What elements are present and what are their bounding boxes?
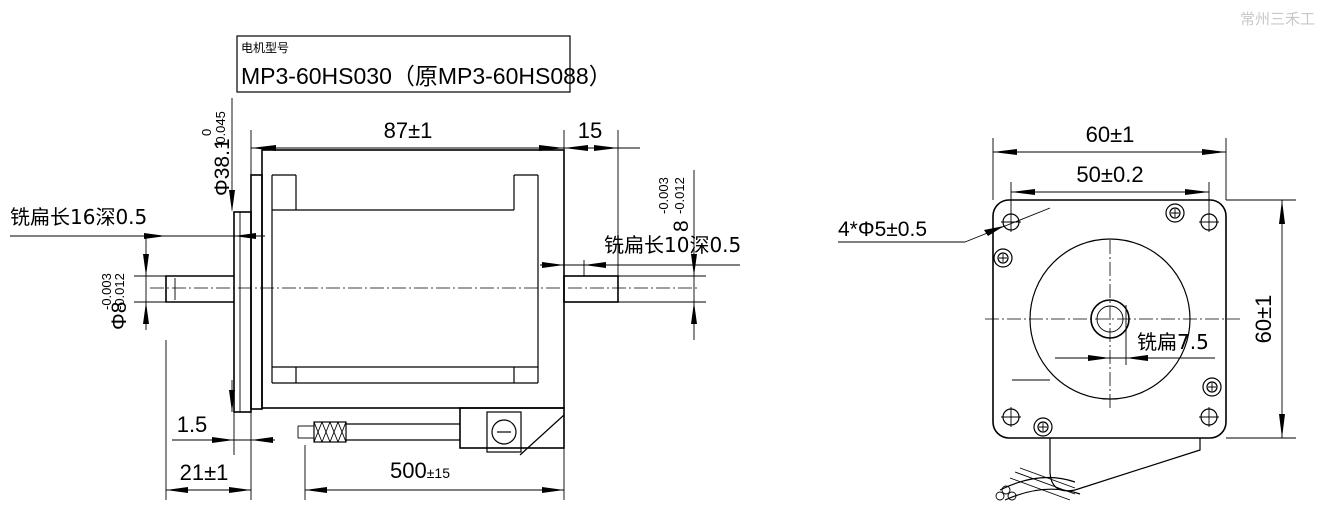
- flange-height-label: 60±1: [1251, 295, 1276, 344]
- boss-diameter-label: Φ38.1: [211, 138, 234, 196]
- front-view: 60±1 50±0.2 4*Φ5±0.5 60±1: [838, 122, 1296, 501]
- side-view: 87±1 15 Φ38.1 0 -0.045 铣扁长16深0.5: [10, 98, 741, 500]
- dim-hole-spacing: 50±0.2: [1010, 162, 1210, 212]
- boss-tol-lower: -0.045: [213, 111, 228, 148]
- model-name: MP3-60HS030（原MP3-60HS088）: [241, 63, 612, 89]
- flange: [233, 174, 263, 413]
- flange-width-label: 60±1: [1086, 122, 1135, 147]
- front-shaft: [165, 275, 234, 303]
- dim-rear-shaft-length-label: 15: [578, 118, 602, 143]
- front-flat-note-label: 铣扁长16深0.5: [10, 205, 147, 229]
- boss-height-label: 1.5: [177, 412, 208, 437]
- front-cable: [995, 438, 1201, 501]
- rear-flat-note: 铣扁长10深0.5: [540, 233, 741, 268]
- front-shaft-length-label: 21±1: [180, 460, 229, 485]
- dim-boss-diameter: Φ38.1 0 -0.045: [199, 98, 235, 412]
- front-flat-note: 铣扁长16深0.5: [10, 205, 265, 330]
- boss-tol-upper: 0: [199, 129, 214, 136]
- shaft-flat-label: 铣扁7.5: [1137, 330, 1209, 354]
- dim-cable-length: 500±15: [304, 445, 565, 500]
- dim-mount-holes: 4*Φ5±0.5: [838, 207, 1051, 243]
- dim-body-length: 87±1: [250, 118, 565, 175]
- dim-shaft-flat: 铣扁7.5: [1055, 305, 1215, 365]
- rear-shaft: [563, 260, 619, 303]
- cable-length-label: 500±15: [390, 458, 450, 483]
- dim-front-shaft-dia: Φ8 -0.003 -0.012: [99, 254, 166, 330]
- dim-flange-width: 60±1: [992, 122, 1227, 200]
- title-box: 电机型号 MP3-60HS030（原MP3-60HS088）: [236, 35, 612, 93]
- dim-rear-shaft-length: 15: [564, 118, 640, 276]
- mount-holes: [1001, 212, 1219, 427]
- rear-flat-note-label: 铣扁长10深0.5: [604, 233, 741, 257]
- hole-spacing-label: 50±0.2: [1076, 162, 1143, 187]
- watermark: 常州三禾工: [1240, 10, 1315, 28]
- dim-boss-height: 1.5: [172, 412, 275, 455]
- rear-shaft-tol-lower: -0.012: [672, 177, 687, 214]
- dim-front-shaft-length: 21±1: [165, 340, 252, 500]
- front-shaft-tol-upper: -0.003: [99, 273, 114, 310]
- front-shaft-tol-lower: -0.012: [112, 273, 127, 310]
- rear-shaft-tol-upper: -0.003: [656, 177, 671, 214]
- dim-body-length-label: 87±1: [384, 118, 433, 143]
- title-label: 电机型号: [241, 41, 289, 55]
- motor-body: [261, 149, 565, 409]
- dim-flange-height: 60±1: [1226, 199, 1296, 439]
- dim-rear-shaft-dia: 8 -0.003 -0.012: [618, 170, 706, 340]
- cable-assembly: [297, 407, 565, 456]
- screws: [993, 203, 1222, 437]
- rear-shaft-dia-label: 8: [670, 220, 693, 232]
- front-shaft-dia-label: Φ8: [108, 302, 131, 330]
- mount-holes-label: 4*Φ5±0.5: [838, 218, 927, 241]
